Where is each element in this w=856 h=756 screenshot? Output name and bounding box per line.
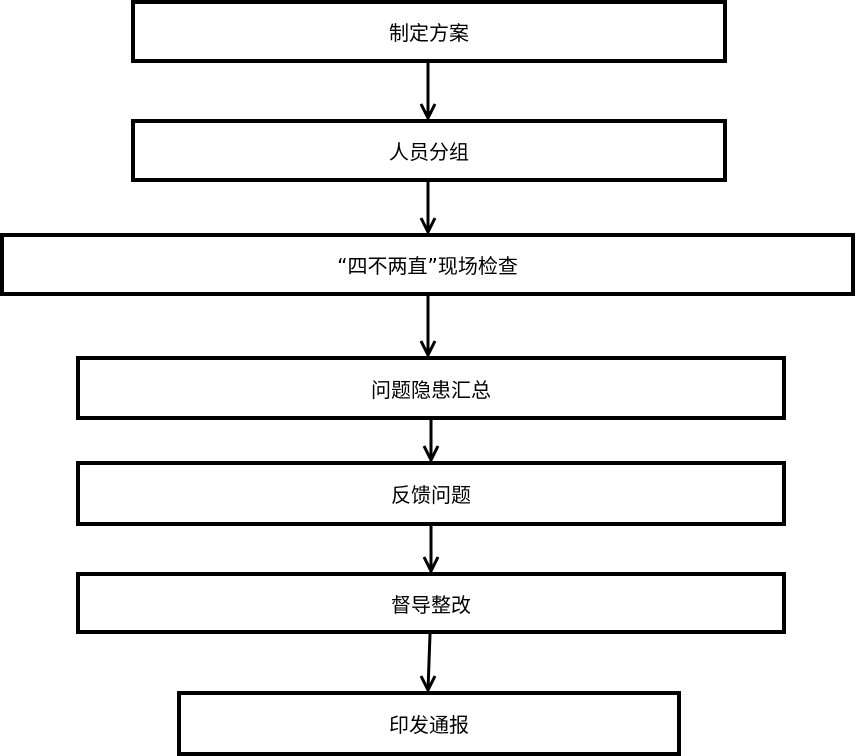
step-label: 问题隐患汇总: [371, 377, 491, 402]
step-feedback-issues: 反馈问题: [76, 461, 786, 526]
step-label: “四不两直”现场检查: [337, 254, 518, 278]
step-group-personnel: 人员分组: [131, 119, 727, 182]
step-make-plan: 制定方案: [131, 0, 727, 63]
step-label: 印发通报: [389, 713, 469, 737]
step-summarize-issues: 问题隐患汇总: [76, 356, 786, 420]
step-label: 人员分组: [389, 140, 469, 164]
arrow-1-2: [419, 62, 437, 122]
step-onsite-inspection: “四不两直”现场检查: [0, 233, 855, 296]
arrow-2-3: [419, 182, 437, 236]
arrow-4-5: [422, 420, 440, 464]
step-label: 制定方案: [389, 21, 469, 45]
step-issue-bulletin: 印发通报: [177, 691, 681, 756]
arrow-3-4: [419, 296, 437, 359]
arrow-6-7: [419, 633, 437, 694]
step-supervise-rectification: 督导整改: [76, 572, 786, 634]
step-label: 反馈问题: [391, 483, 471, 507]
arrow-5-6: [422, 526, 440, 575]
step-label: 督导整改: [391, 592, 471, 617]
